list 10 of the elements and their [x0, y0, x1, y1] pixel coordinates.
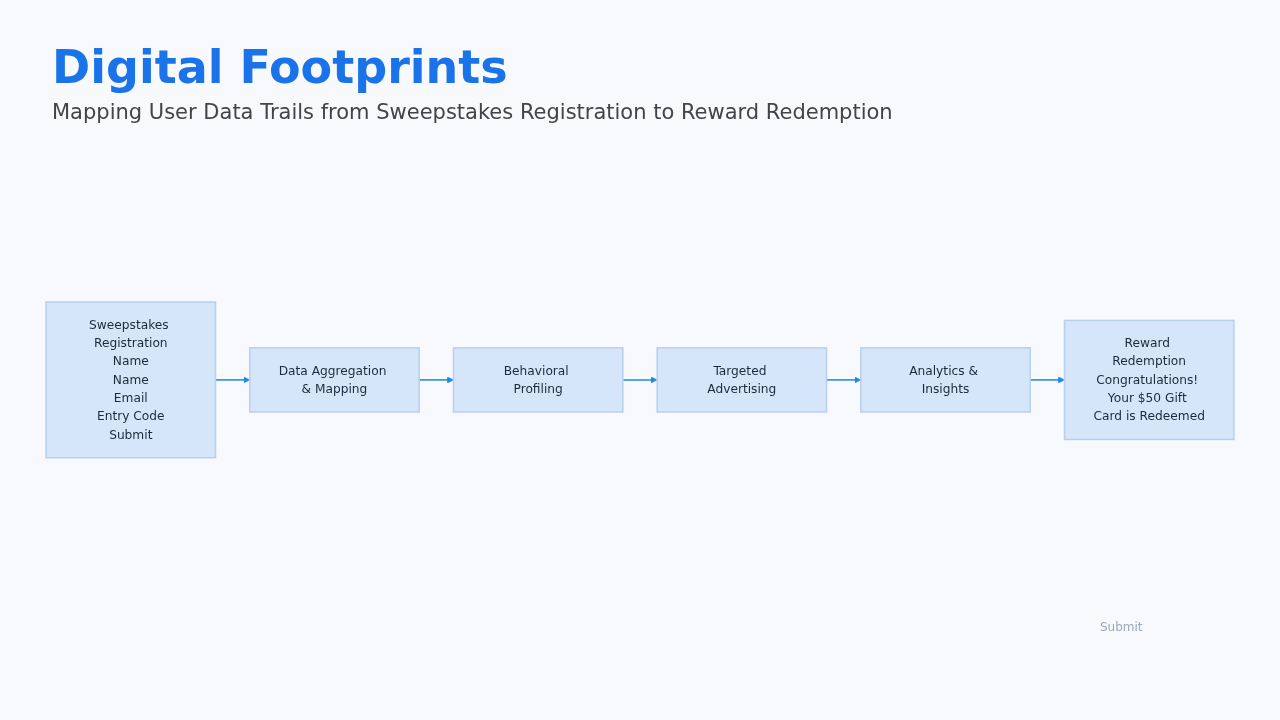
title: Digital Footprints [52, 40, 509, 94]
arrow [622, 376, 658, 384]
node-box: Sweepstakes Registration Name Name Email Entry Code Submit [45, 301, 217, 459]
node-box: Targeted Advertising [656, 347, 828, 413]
node-box: Data Aggregation & Mapping [249, 347, 420, 413]
node-box: Analytics & Insights [860, 347, 1031, 413]
node-box: Behavioral Profiling [452, 347, 624, 413]
node-box: Reward Redemption Congratulations! Your $50 Gift Card is Redeemed [1063, 319, 1235, 441]
subtitle: Mapping User Data Trails from Sweepstakes Registration to Reward Redemption [52, 100, 893, 124]
note-label: Submit [1100, 620, 1143, 634]
